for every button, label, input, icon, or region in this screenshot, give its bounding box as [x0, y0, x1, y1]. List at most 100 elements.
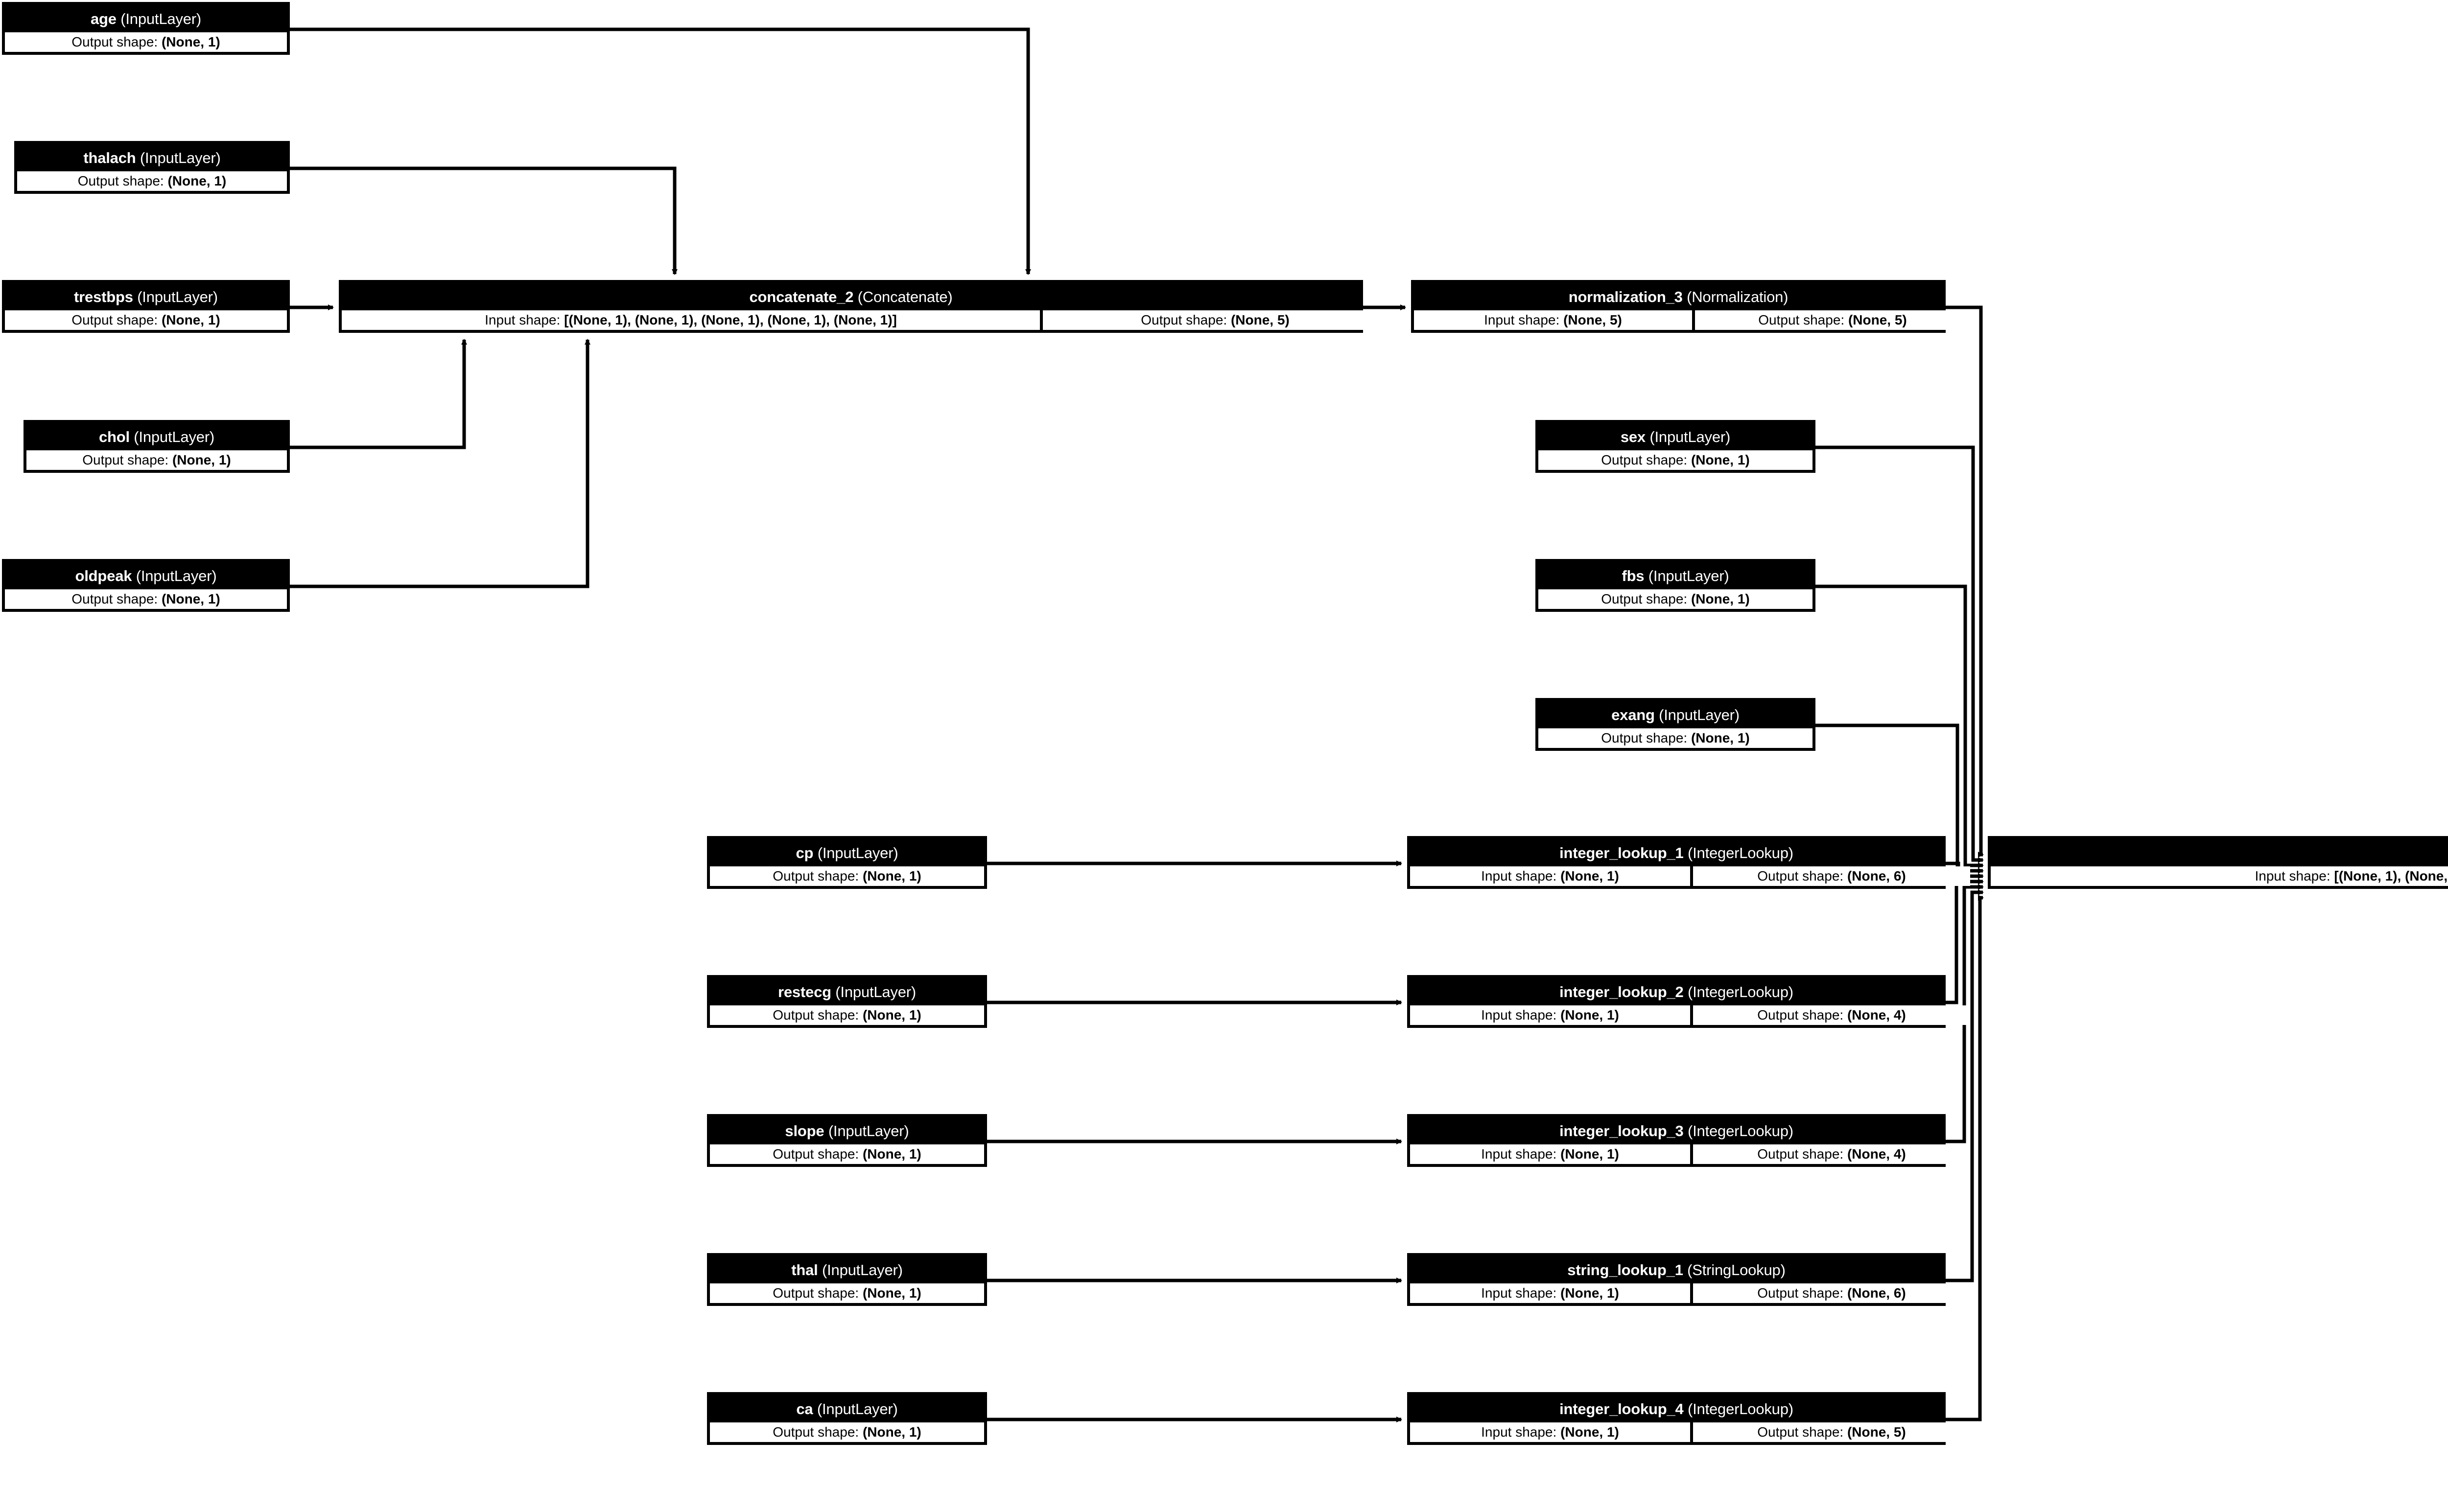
layer-node-integer_lookup_1[interactable]: integer_lookup_1 (IntegerLookup)Input sh… [1407, 836, 1970, 889]
layer-output-value-sex: (None, 1) [1691, 452, 1750, 467]
layer-node-thalach[interactable]: thalach (InputLayer)Output shape: (None,… [14, 141, 290, 194]
layer-input-value-integer_lookup_4: (None, 1) [1560, 1424, 1619, 1440]
layer-type-normalization_3: (Normalization) [1687, 288, 1789, 305]
layer-node-trestbps[interactable]: trestbps (InputLayer)Output shape: (None… [2, 280, 290, 333]
layer-node-cp[interactable]: cp (InputLayer)Output shape: (None, 1) [707, 836, 987, 889]
layer-node-oldpeak[interactable]: oldpeak (InputLayer)Output shape: (None,… [2, 559, 290, 612]
layer-output-label-thal: Output shape: [773, 1285, 859, 1301]
layer-body-integer_lookup_3: Input shape: (None, 1) Output shape: (Non… [1410, 1144, 1970, 1164]
layer-output-cell-cp: Output shape: (None, 1) [710, 866, 984, 886]
layer-title-concatenate_2: concatenate_2 (Concatenate) [342, 283, 1360, 310]
layer-node-concatenate_3[interactable]: concatenate_3 (Concatenate)Input shape: … [1988, 836, 2448, 889]
layer-input-cell-concatenate_2: Input shape: [(None, 1), (None, 1), (Non… [342, 310, 1040, 330]
layer-output-cell-oldpeak: Output shape: (None, 1) [5, 589, 287, 609]
layer-output-label-integer_lookup_2: Output shape: [1757, 1007, 1844, 1023]
layer-type-thal: (InputLayer) [822, 1261, 903, 1279]
layer-type-concatenate_2: (Concatenate) [857, 288, 953, 305]
layer-name-oldpeak: oldpeak [75, 567, 132, 584]
layer-title-age: age (InputLayer) [5, 5, 287, 32]
layer-output-value-restecg: (None, 1) [862, 1007, 921, 1023]
layer-output-cell-string_lookup_1: Output shape: (None, 6) [1693, 1283, 1970, 1303]
layer-output-value-exang: (None, 1) [1691, 730, 1750, 745]
layer-type-thalach: (InputLayer) [140, 149, 221, 166]
layer-body-sex: Output shape: (None, 1) [1538, 450, 1812, 470]
layer-body-string_lookup_1: Input shape: (None, 1)Output shape: (Non… [1410, 1283, 1970, 1303]
layer-body-slope: Output shape: (None, 1) [710, 1144, 984, 1164]
layer-name-sex: sex [1620, 428, 1646, 445]
layer-body-concatenate_3: Input shape: [(None, 1), (None, 1), (Non… [1991, 866, 2448, 886]
layer-title-integer_lookup_2: integer_lookup_2 (IntegerLookup) [1410, 978, 1943, 1005]
layer-body-trestbps: Output shape: (None, 1) [5, 310, 287, 330]
layer-output-value-integer_lookup_3: (None, 4) [1847, 1146, 1906, 1162]
layer-name-normalization_3: normalization_3 [1568, 288, 1683, 305]
layer-node-integer_lookup_4[interactable]: integer_lookup_4 (IntegerLookup)Input sh… [1407, 1392, 1970, 1445]
layer-output-label-concatenate_2: Output shape: [1141, 312, 1227, 327]
layer-name-age: age [91, 10, 117, 27]
layer-output-label-integer_lookup_3: Output shape: [1757, 1146, 1844, 1162]
layer-node-age[interactable]: age (InputLayer)Output shape: (None, 1) [2, 2, 290, 55]
layer-title-trestbps: trestbps (InputLayer) [5, 283, 287, 310]
layer-title-integer_lookup_4: integer_lookup_4 (IntegerLookup) [1410, 1395, 1943, 1422]
layer-output-label-trestbps: Output shape: [71, 312, 158, 327]
layer-title-integer_lookup_3: integer_lookup_3 (IntegerLookup) [1410, 1117, 1943, 1144]
layer-output-cell-thal: Output shape: (None, 1) [710, 1283, 984, 1303]
layer-node-integer_lookup_2[interactable]: integer_lookup_2 (IntegerLookup)Input sh… [1407, 975, 1970, 1028]
layer-body-restecg: Output shape: (None, 1) [710, 1005, 984, 1025]
layer-name-integer_lookup_1: integer_lookup_1 [1559, 844, 1684, 861]
layer-name-restecg: restecg [777, 983, 831, 1000]
layer-output-cell-exang: Output shape: (None, 1) [1538, 728, 1812, 748]
layer-input-cell-normalization_3: Input shape: (None, 5) [1414, 310, 1692, 330]
layer-output-label-sex: Output shape: [1601, 452, 1688, 467]
layer-title-exang: exang (InputLayer) [1538, 701, 1812, 728]
layer-output-value-string_lookup_1: (None, 6) [1847, 1285, 1906, 1301]
layer-node-normalization_3[interactable]: normalization_3 (Normalization)Input sha… [1411, 280, 1970, 333]
layer-node-slope[interactable]: slope (InputLayer)Output shape: (None, 1… [707, 1114, 987, 1167]
layer-node-exang[interactable]: exang (InputLayer)Output shape: (None, 1… [1535, 698, 1815, 751]
layer-input-value-string_lookup_1: (None, 1) [1560, 1285, 1619, 1301]
layer-title-normalization_3: normalization_3 (Normalization) [1414, 283, 1943, 310]
layer-title-ca: ca (InputLayer) [710, 1395, 984, 1422]
layer-node-concatenate_2[interactable]: concatenate_2 (Concatenate)Input shape: … [339, 280, 1388, 333]
layer-body-ca: Output shape: (None, 1) [710, 1422, 984, 1442]
layer-title-slope: slope (InputLayer) [710, 1117, 984, 1144]
layer-node-chol[interactable]: chol (InputLayer)Output shape: (None, 1) [24, 420, 290, 473]
layer-output-cell-concatenate_2: Output shape: (None, 5) [1043, 310, 1388, 330]
layer-title-cp: cp (InputLayer) [710, 839, 984, 866]
layer-type-oldpeak: (InputLayer) [136, 567, 217, 584]
layer-title-oldpeak: oldpeak (InputLayer) [5, 562, 287, 589]
layer-output-cell-fbs: Output shape: (None, 1) [1538, 589, 1812, 609]
layer-output-label-restecg: Output shape: [773, 1007, 859, 1023]
layer-node-string_lookup_1[interactable]: string_lookup_1 (StringLookup)Input shap… [1407, 1253, 1970, 1306]
layer-input-value-concatenate_2: [(None, 1), (None, 1), (None, 1), (None,… [564, 312, 897, 327]
layer-name-integer_lookup_2: integer_lookup_2 [1559, 983, 1684, 1000]
layer-title-concatenate_3: concatenate_3 (Concatenate) [1991, 839, 2448, 866]
layer-title-thal: thal (InputLayer) [710, 1256, 984, 1283]
layer-output-label-integer_lookup_1: Output shape: [1757, 868, 1844, 884]
layer-input-cell-integer_lookup_1: Input shape: (None, 1) [1410, 866, 1690, 886]
layer-input-value-integer_lookup_3: (None, 1) [1560, 1146, 1619, 1162]
edges-inputs-to-lookups [987, 861, 1402, 1422]
layer-output-label-oldpeak: Output shape: [71, 591, 158, 606]
layer-output-value-chol: (None, 1) [172, 452, 231, 467]
layer-body-age: Output shape: (None, 1) [5, 32, 287, 52]
layer-output-value-fbs: (None, 1) [1691, 591, 1750, 606]
layer-input-cell-integer_lookup_3: Input shape: (None, 1) [1410, 1144, 1690, 1164]
layer-node-restecg[interactable]: restecg (InputLayer) Output shape: (None,… [707, 975, 987, 1028]
layer-node-thal[interactable]: thal (InputLayer)Output shape: (None, 1) [707, 1253, 987, 1306]
layer-output-value-integer_lookup_4: (None, 5) [1847, 1424, 1906, 1440]
layer-body-cp: Output shape: (None, 1) [710, 866, 984, 886]
layer-body-integer_lookup_4: Input shape: (None, 1)Output shape: (Non… [1410, 1422, 1970, 1442]
layer-output-value-normalization_3: (None, 5) [1848, 312, 1907, 327]
layer-output-cell-integer_lookup_4: Output shape: (None, 5) [1693, 1422, 1970, 1442]
layer-node-fbs[interactable]: fbs (InputLayer)Output shape: (None, 1) [1535, 559, 1815, 612]
layer-output-value-trestbps: (None, 1) [161, 312, 220, 327]
layer-name-string_lookup_1: string_lookup_1 [1567, 1261, 1683, 1279]
layer-node-ca[interactable]: ca (InputLayer)Output shape: (None, 1) [707, 1392, 987, 1445]
layer-node-sex[interactable]: sex (InputLayer)Output shape: (None, 1) [1535, 420, 1815, 473]
layer-output-label-string_lookup_1: Output shape: [1757, 1285, 1844, 1301]
layer-node-integer_lookup_3[interactable]: integer_lookup_3 (IntegerLookup)Input sh… [1407, 1114, 1970, 1167]
layer-type-restecg: (InputLayer) [835, 983, 917, 1000]
layer-body-thal: Output shape: (None, 1) [710, 1283, 984, 1303]
layer-output-label-thalach: Output shape: [77, 173, 164, 188]
